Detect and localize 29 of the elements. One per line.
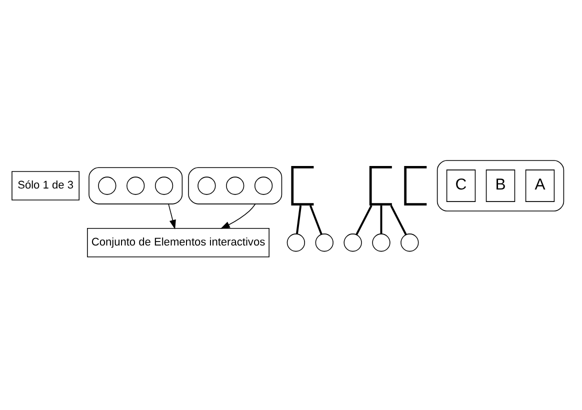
connector [296,204,302,234]
connector [356,204,372,235]
node-circle [286,233,306,252]
node-circle [226,176,244,194]
arrow [168,203,176,229]
node-box: A [525,169,555,202]
cluster [188,166,282,204]
node-circle [372,233,390,252]
node-box: C [446,169,476,202]
node-circle [315,233,334,252]
node-box: Conjunto de Elementos interactivos [87,228,270,257]
cluster [436,160,564,211]
connector [380,205,382,234]
node-bracket [404,166,427,205]
node-circle [400,233,419,252]
node-bracket [369,166,392,205]
node-bracket [291,166,314,205]
arrow [220,203,256,228]
node-circle [254,176,273,194]
node-box: Sólo 1 de 3 [12,170,80,200]
node-circle [126,176,145,194]
connector [390,204,407,235]
cluster [88,166,183,204]
node-circle [198,176,216,194]
node-box: B [486,169,516,202]
connector [309,204,322,234]
node-circle [344,233,362,252]
node-circle [154,176,174,194]
node-circle [98,176,116,194]
